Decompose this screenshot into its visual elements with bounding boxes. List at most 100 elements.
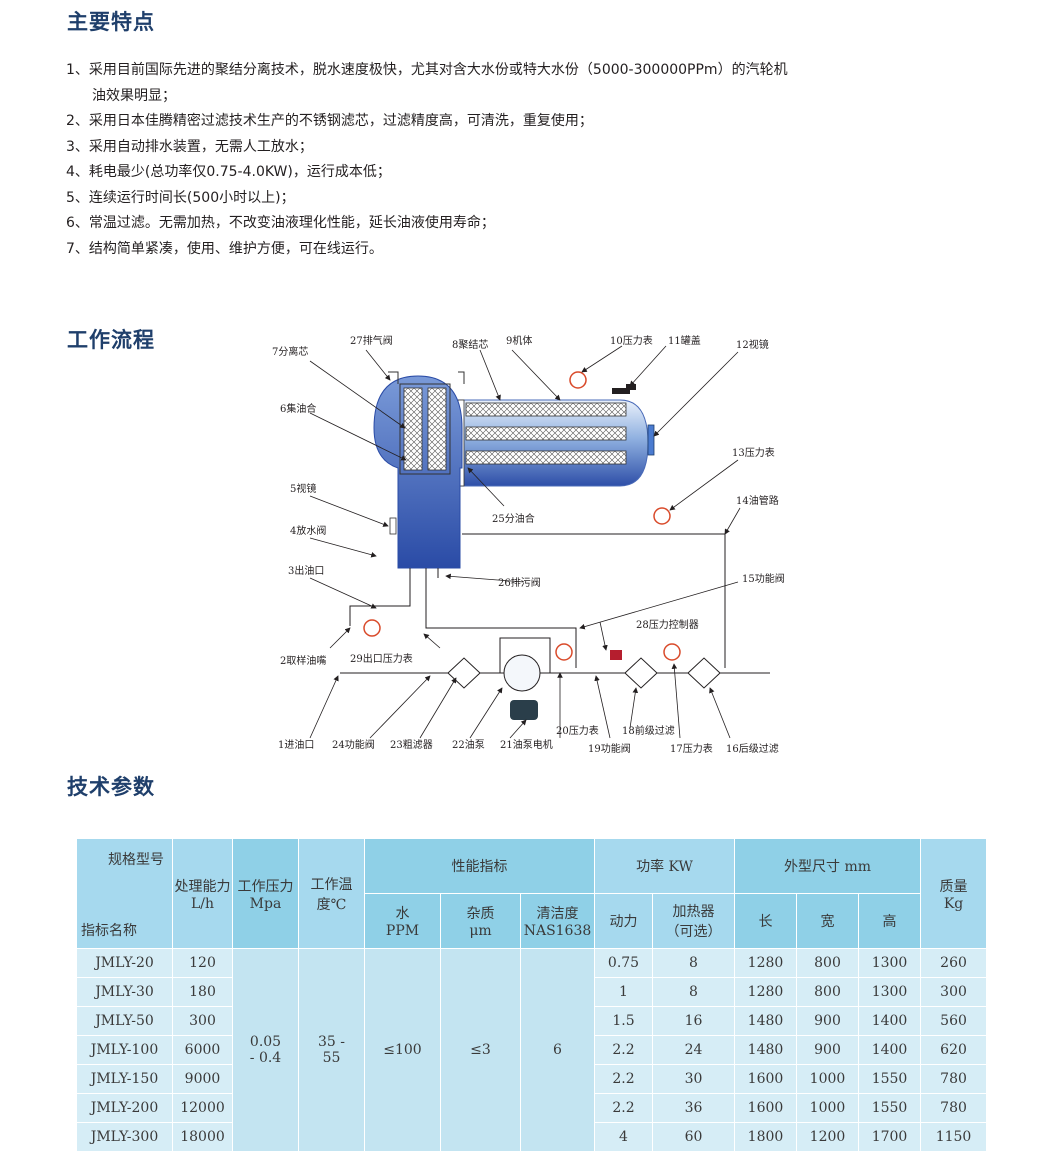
feature-num: 4、 [66,164,89,180]
pump-motor-icon [510,700,538,720]
cell-water: ≤100 [364,948,441,1152]
label-25: 25分油合 [492,512,535,525]
header-dimensions: 外型尺寸 mm [733,838,922,894]
cell-capacity: 9000 [172,1064,233,1094]
header-temp: 工作温度℃ [298,838,365,949]
header-height: 高 [857,893,922,949]
cell-model: JMLY-300 [76,1122,173,1152]
gauge-icon [663,643,681,661]
feature-num: 6、 [66,215,89,231]
cell-model: JMLY-200 [76,1093,173,1123]
label-20: 20压力表 [556,724,599,737]
cell-height: 1550 [857,1064,922,1094]
label-21: 21油泵电机 [500,738,553,751]
cell-height: 1300 [857,948,922,978]
cell-length: 1480 [734,1006,797,1036]
label-23: 23粗滤器 [390,738,433,751]
cell-heater: 16 [652,1006,735,1036]
cell-width: 800 [796,948,859,978]
table-row: JMLY-50 300 1.5 16 1480 900 1400 560 [76,1006,988,1036]
cell-length: 1280 [734,948,797,978]
cell-mass: 560 [920,1006,988,1036]
label-19: 19功能阀 [588,742,631,755]
specs-title: 技术参数 [67,775,155,799]
header-length: 长 [734,893,797,949]
cell-impurity: ≤3 [440,948,521,1152]
cell-length: 1800 [734,1122,797,1152]
label-28: 28压力控制器 [636,618,699,631]
label-11: 11罐盖 [668,334,701,347]
feature-item: 6、常温过滤。无需加热，不改变油液理化性能，延长油液使用寿命； [66,211,966,237]
header-heater: 加热器（可选） [652,893,735,949]
feature-text: 常温过滤。无需加热，不改变油液理化性能，延长油液使用寿命； [88,215,495,231]
table-row: JMLY-300 18000 4 60 1800 1200 1700 1150 [76,1122,988,1152]
feature-num: 3、 [66,138,89,155]
feature-item: 3、采用自动排水装置，无需人工放水； [66,135,966,161]
label-17: 17压力表 [670,742,713,755]
feature-text: 采用目前国际先进的聚结分离技术，脱水速度极快，尤其对含大水份或特大水份（5000… [88,62,788,78]
cell-heater: 36 [652,1093,735,1123]
cell-capacity: 12000 [172,1093,233,1123]
cell-capacity: 300 [172,1006,233,1036]
cell-height: 1400 [857,1035,922,1065]
feature-text: 采用日本佳腾精密过滤技术生产的不锈钢滤芯，过滤精度高，可清洗，重复使用； [88,113,593,129]
feature-text: 结构简单紧凑，使用、维护方便，可在线运行。 [88,240,383,257]
cell-model: JMLY-50 [76,1006,173,1036]
cell-model: JMLY-100 [76,1035,173,1065]
cell-capacity: 18000 [172,1122,233,1152]
cell-width: 1200 [796,1122,859,1152]
feature-text: 采用自动排水装置，无需人工放水； [88,138,313,155]
vertical-separator [373,371,465,569]
header-performance: 性能指标 [364,838,595,894]
leader-lines [309,345,741,739]
cell-width: 1000 [796,1093,859,1123]
cell-power: 1 [594,977,653,1007]
feature-item: 4、耗电最少(总功率仅0.75-4.0KW)，运行成本低； [66,160,966,186]
label-2: 2取样油嘴 [280,654,326,667]
cell-mass: 780 [920,1093,988,1123]
cell-power: 1.5 [594,1006,653,1036]
cell-mass: 1150 [920,1122,988,1152]
label-8: 8聚结芯 [452,338,488,351]
cell-power: 4 [594,1122,653,1152]
cell-mass: 260 [920,948,988,978]
label-5: 5视镜 [290,482,316,495]
cell-model: JMLY-20 [76,948,173,978]
cell-heater: 24 [652,1035,735,1065]
label-16: 16后级过滤 [726,742,779,755]
cell-width: 900 [796,1006,859,1036]
feature-text: 耗电最少(总功率仅0.75-4.0KW)，运行成本低； [88,164,391,180]
cell-pressure: 0.05- 0.4 [232,948,299,1152]
cell-power: 2.2 [594,1093,653,1123]
cell-model: JMLY-30 [76,977,173,1007]
feature-item: 7、结构简单紧凑，使用、维护方便，可在线运行。 [66,237,966,263]
label-12: 12视镜 [736,338,769,351]
label-15: 15功能阀 [742,572,785,585]
label-6: 6集油合 [280,402,316,415]
label-26: 26排污阀 [498,576,541,589]
cell-heater: 8 [652,977,735,1007]
pre-filter-icon [624,657,658,689]
table-row: JMLY-100 6000 2.2 24 1480 900 1400 620 [76,1035,988,1065]
cell-heater: 60 [652,1122,735,1152]
pressure-gauges [363,371,681,661]
header-power: 功率 KW [594,838,735,894]
horizontal-tank [451,384,655,487]
post-filter-icon [687,657,721,689]
feature-num: 5、 [66,189,89,206]
feature-num: 7、 [66,240,89,257]
label-14: 14油管路 [736,494,779,507]
feature-text: 连续运行时间长(500小时以上)； [88,189,295,206]
cell-capacity: 6000 [172,1035,233,1065]
label-1: 1进油口 [278,738,314,751]
cell-length: 1280 [734,977,797,1007]
features-list: 1、采用目前国际先进的聚结分离技术，脱水速度极快，尤其对含大水份或特大水份（50… [66,58,966,262]
gauge-icon [363,619,381,637]
cell-power: 2.2 [594,1035,653,1065]
feature-num: 2、 [66,113,89,129]
cell-capacity: 120 [172,948,233,978]
